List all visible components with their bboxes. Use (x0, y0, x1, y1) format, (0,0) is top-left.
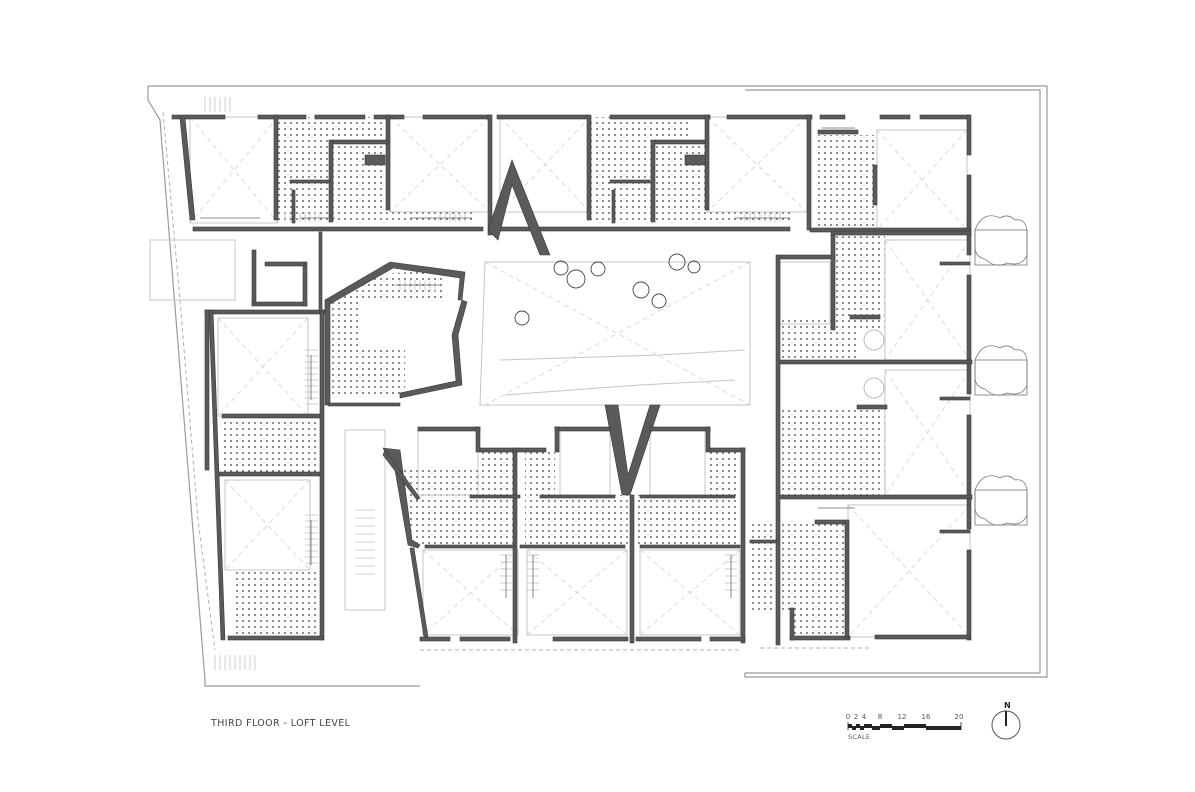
scale-tick: 2 (853, 713, 859, 721)
site-boundary (147, 85, 1048, 687)
balcony-planters (974, 215, 1028, 526)
scale-tick: 0 (845, 713, 851, 721)
scale-tick: 20 (954, 713, 964, 721)
scale-tick: 16 (921, 713, 931, 721)
courtyard-trees (514, 253, 701, 326)
scale-tick: 12 (897, 713, 907, 721)
scale-bar[interactable] (847, 722, 962, 730)
stair-arrows (200, 127, 855, 598)
spiral-stairs (863, 329, 885, 399)
property-line-dashed (162, 111, 870, 651)
walls (171, 114, 973, 646)
scale-tick: 8 (877, 713, 883, 721)
scale-tick: 4 (861, 713, 867, 721)
scale-label: SCALE (848, 733, 871, 741)
open-to-below-diagonals (189, 116, 971, 638)
north-arrow-icon (991, 710, 1021, 740)
north-label: N (1004, 701, 1011, 710)
scale-tick-labels: 0 2 4 8 12 16 20 (846, 713, 971, 723)
drawing-title: THIRD FLOOR - LOFT LEVEL (211, 718, 351, 729)
